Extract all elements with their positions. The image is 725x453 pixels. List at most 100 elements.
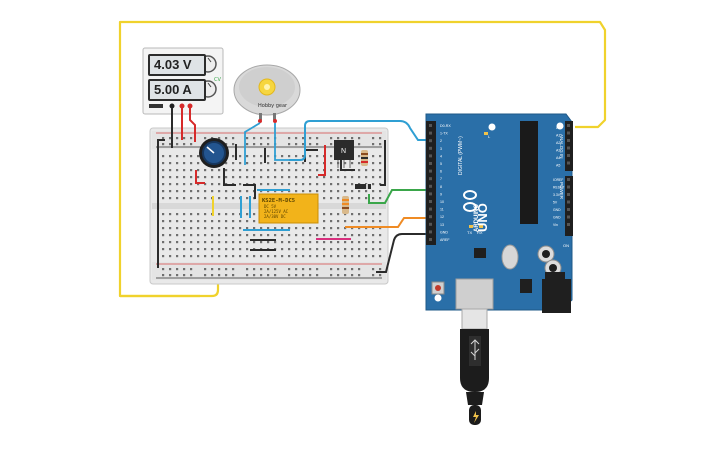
wire-blue-to-arduino[interactable] [289, 120, 432, 161]
dc-motor[interactable] [233, 64, 301, 123]
breadboard-hole [316, 155, 319, 158]
resistor-2[interactable] [342, 196, 349, 214]
digital-pin[interactable] [429, 207, 432, 211]
digital-pin[interactable] [429, 222, 432, 226]
power-pin[interactable] [567, 200, 570, 204]
breadboard-hole [358, 234, 361, 237]
analog-pin[interactable] [567, 161, 570, 165]
digital-pin[interactable] [429, 230, 432, 234]
wire-green-to-arduino[interactable] [368, 189, 432, 204]
breadboard-hole [358, 213, 361, 216]
breadboard-hole [316, 268, 319, 271]
power-header[interactable] [565, 176, 573, 236]
breadboard-hole [225, 234, 228, 237]
breadboard-hole [176, 176, 179, 179]
dc-jack[interactable] [542, 279, 571, 313]
digital-pin[interactable] [429, 154, 432, 158]
breadboard-hole [337, 220, 340, 223]
relay[interactable]: KS2E-M-DC5 DC 5V 2A/125V AC 2A/30V DC [258, 193, 319, 224]
power-pin[interactable] [567, 178, 570, 181]
power-pin[interactable] [567, 215, 570, 219]
breadboard-hole [302, 176, 305, 179]
analog-pin[interactable] [567, 139, 570, 142]
breadboard-hole [246, 248, 249, 251]
digital-pin[interactable] [429, 124, 432, 127]
breadboard-hole [351, 197, 354, 200]
breadboard-hole [190, 197, 193, 200]
breadboard-hole [379, 234, 382, 237]
digital-header[interactable] [426, 121, 436, 245]
digital-pin[interactable] [429, 192, 432, 196]
breadboard-hole [232, 162, 235, 165]
breadboard-hole [365, 241, 368, 244]
breadboard-hole [232, 190, 235, 193]
diode[interactable] [355, 184, 371, 189]
wire-black-to-arduino[interactable] [376, 233, 432, 273]
wire-orange-to-arduino[interactable] [381, 217, 432, 228]
breadboard-hole [288, 176, 291, 179]
breadboard-hole [176, 155, 179, 158]
breadboard-hole [344, 227, 347, 230]
breadboard-hole [288, 169, 291, 172]
breadboard-hole [267, 227, 270, 230]
wire-motor-a[interactable] [244, 122, 261, 165]
power-pin[interactable] [567, 185, 570, 189]
wire-yellow-bottom[interactable] [120, 250, 220, 298]
breadboard-hole [246, 137, 249, 140]
breadboard-hole [274, 241, 277, 244]
wire-motor-b[interactable] [274, 123, 289, 161]
breadboard-hole [379, 274, 382, 277]
digital-pin[interactable] [429, 177, 432, 181]
breadboard-hole [211, 234, 214, 237]
breadboard-hole [295, 176, 298, 179]
analog-pin[interactable] [567, 131, 570, 135]
digital-pin[interactable] [429, 200, 432, 203]
breadboard-hole [253, 155, 256, 158]
digital-pin[interactable] [429, 184, 432, 188]
breadboard-hole [316, 162, 319, 165]
breadboard-hole [190, 255, 193, 258]
breadboard-hole [197, 220, 200, 223]
voltage-readout: 4.03 V [148, 54, 206, 76]
breadboard-hole [309, 155, 312, 158]
analog-pin[interactable] [567, 154, 570, 157]
power-pin[interactable] [567, 223, 570, 226]
breadboard-hole [358, 143, 361, 146]
analog-pin[interactable] [567, 124, 570, 127]
breadboard-hole [365, 169, 368, 172]
digital-pin[interactable] [429, 139, 432, 143]
digital-pin[interactable] [429, 169, 432, 173]
digital-pin[interactable] [429, 215, 432, 219]
breadboard-hole [246, 234, 249, 237]
breadboard-hole [288, 255, 291, 258]
breadboard-hole [239, 190, 242, 193]
atmega-chip [520, 121, 538, 224]
power-pin[interactable] [567, 193, 570, 196]
resistor-1[interactable] [361, 150, 368, 166]
breadboard-hole [204, 274, 207, 277]
breadboard-hole [288, 241, 291, 244]
digital-pin[interactable] [429, 131, 432, 135]
breadboard-hole [162, 220, 165, 223]
analog-pin[interactable] [567, 146, 570, 150]
breadboard-hole [239, 234, 242, 237]
usb-cable[interactable] [455, 278, 494, 425]
breadboard-hole [379, 241, 382, 244]
breadboard-hole [183, 169, 186, 172]
analog-header[interactable] [565, 121, 573, 171]
transistor[interactable]: N [334, 140, 354, 168]
breadboard-hole [288, 268, 291, 271]
digital-pin[interactable] [429, 238, 432, 241]
digital-pin[interactable] [429, 146, 432, 150]
breadboard-hole [190, 220, 193, 223]
potentiometer[interactable] [199, 138, 229, 168]
wire-ps-red2[interactable] [189, 108, 196, 142]
breadboard-hole [358, 197, 361, 200]
digital-pin[interactable] [429, 162, 432, 165]
power-pin[interactable] [567, 208, 570, 211]
breadboard-hole [232, 213, 235, 216]
breadboard-hole [176, 169, 179, 172]
breadboard-hole [365, 213, 368, 216]
